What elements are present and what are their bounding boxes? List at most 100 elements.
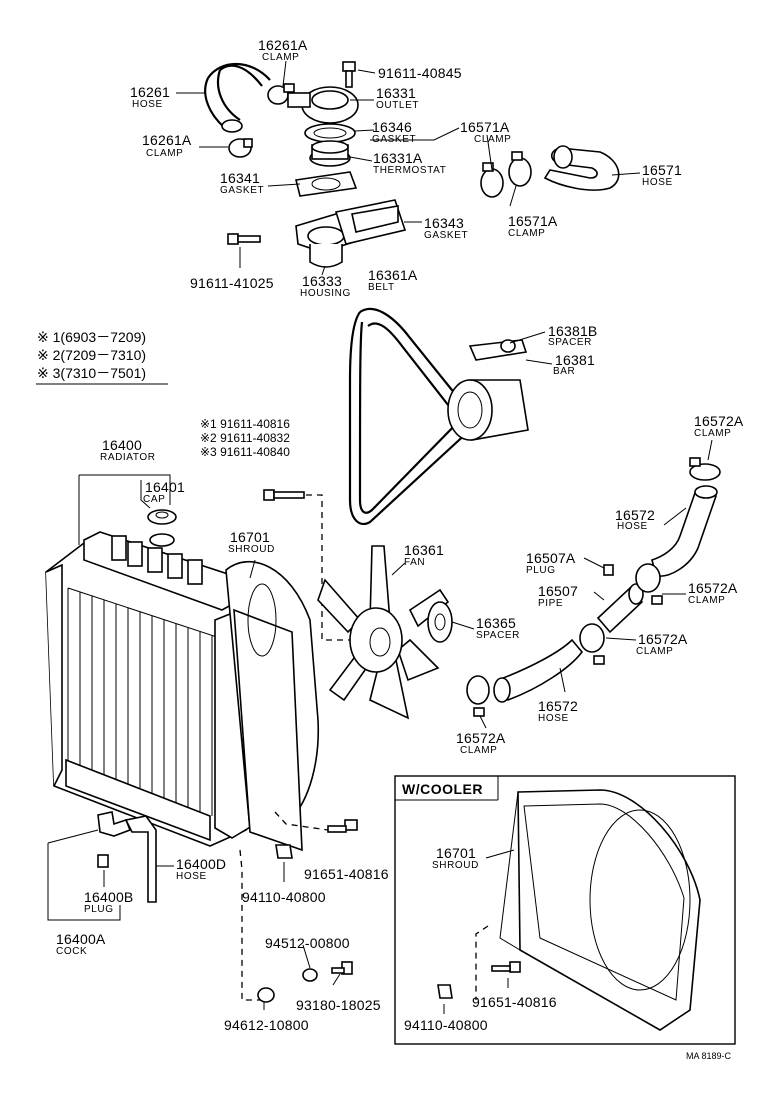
label-16572-low-num: 16572 xyxy=(538,698,578,714)
bolt-91611-408xx xyxy=(263,489,305,501)
bolt-91651-40816-cooler xyxy=(491,961,521,973)
label-16571A-low-name: CLAMP xyxy=(508,228,546,239)
label-16401-num: 16401 xyxy=(145,479,185,495)
legend-line-1: ※ 1(6903－7209) xyxy=(37,329,147,345)
clamps-16571A xyxy=(480,151,532,198)
label-16331A-name: THERMOSTAT xyxy=(373,165,447,176)
label-16507-num: 16507 xyxy=(538,583,578,599)
fan-spacer-16365 xyxy=(427,601,453,643)
hose-16572-upper xyxy=(651,485,718,577)
clamp-16572A-mid xyxy=(635,563,663,605)
label-16261-name: HOSE xyxy=(132,99,163,110)
label-16346-num: 16346 xyxy=(372,119,412,135)
washer-94512-00800 xyxy=(302,968,318,982)
label-16400D-name: HOSE xyxy=(176,871,207,882)
label-16572A-top-num: 16572A xyxy=(694,413,744,429)
label-93180-18025: 93180-18025 xyxy=(296,997,381,1013)
hose-16261 xyxy=(204,62,271,133)
clamp-16572A-bot xyxy=(466,675,490,717)
label-16701-num: 16701 xyxy=(230,529,270,545)
label-16400A-num: 16400A xyxy=(56,931,106,947)
label-16401-name: CAP xyxy=(143,494,166,505)
label-16343-name: GASKET xyxy=(424,230,469,241)
label-16341-num: 16341 xyxy=(220,170,260,186)
label-16365-num: 16365 xyxy=(476,615,516,631)
label-16361A-name: BELT xyxy=(368,282,395,293)
pulley-bar-16381 xyxy=(447,339,529,441)
label-16400D-num: 16400D xyxy=(176,856,227,872)
label-94612-10800: 94612-10800 xyxy=(224,1017,309,1033)
label-16572-name: HOSE xyxy=(617,521,648,532)
legend-line-2: ※ 2(7209－7310) xyxy=(37,347,147,363)
label-16507A-name: PLUG xyxy=(526,565,556,576)
label-16261A-top-num: 16261A xyxy=(258,37,308,53)
label-91651-40816-cooler: 91651-40816 xyxy=(472,994,557,1010)
label-16361-name: FAN xyxy=(404,557,426,568)
bolt-variant-3: ※3 91611-40840 xyxy=(200,445,290,459)
radiator-16400 xyxy=(45,531,263,847)
label-16261A-low-name: CLAMP xyxy=(146,148,184,159)
label-16261A-top-name: CLAMP xyxy=(262,52,300,63)
label-16571A-top-num: 16571A xyxy=(460,119,510,135)
label-16571A-top-name: CLAMP xyxy=(474,134,512,145)
nut-94110-40800-cooler xyxy=(437,984,453,999)
bolt-93180-18025 xyxy=(331,961,353,975)
thermostat-16331A xyxy=(309,140,351,167)
nut-94110-40800 xyxy=(275,844,293,859)
legend-line-3: ※ 3(7310－7501) xyxy=(37,365,147,381)
label-16701-cooler-name: SHROUD xyxy=(432,860,479,871)
hose-16571 xyxy=(543,145,620,191)
pipe-16507 xyxy=(596,583,644,634)
clamp-16572A-top xyxy=(689,457,721,481)
drain-cock-16400A xyxy=(97,811,132,837)
label-16333-num: 16333 xyxy=(302,273,342,289)
label-16572A-mid-name: CLAMP xyxy=(688,595,726,606)
label-16331-num: 16331 xyxy=(376,85,416,101)
label-16572A-low-name: CLAMP xyxy=(636,646,674,657)
label-16571A-low-num: 16571A xyxy=(508,213,558,229)
label-94110-40800: 94110-40800 xyxy=(242,889,326,905)
label-16381-num: 16381 xyxy=(555,352,595,368)
label-94110-40800-cooler: 94110-40800 xyxy=(404,1017,488,1033)
bolt-91651-40816 xyxy=(327,819,358,833)
label-16381-name: BAR xyxy=(553,366,576,377)
label-16381B-num: 16381B xyxy=(548,323,598,339)
label-16400-name: RADIATOR xyxy=(100,452,156,463)
clamp-16261A-top xyxy=(267,83,295,105)
label-16361A-num: 16361A xyxy=(368,267,418,283)
label-16261A-low-num: 16261A xyxy=(142,132,192,148)
radiator-cap-16401 xyxy=(147,509,177,525)
drain-plug-16400B xyxy=(97,854,109,868)
hose-16572-lower xyxy=(493,638,584,703)
label-16507A-num: 16507A xyxy=(526,550,576,566)
label-16572A-bot-name: CLAMP xyxy=(460,745,498,756)
label-16400-num: 16400 xyxy=(102,437,142,453)
footer-code: MA 8189-C xyxy=(686,1051,732,1061)
label-16361-num: 16361 xyxy=(404,542,444,558)
gasket-16341 xyxy=(295,171,358,197)
bolt-variant-1: ※1 91611-40816 xyxy=(200,417,290,431)
label-16507-name: PIPE xyxy=(538,598,564,609)
label-94512-00800: 94512-00800 xyxy=(265,935,350,951)
label-16341-name: GASKET xyxy=(220,185,265,196)
plug-16507A xyxy=(603,564,614,576)
radiator-neck xyxy=(149,533,175,547)
label-16381B-name: SPACER xyxy=(548,337,592,348)
bolt-91611-40845 xyxy=(342,61,356,88)
label-16343-num: 16343 xyxy=(424,215,464,231)
label-16400A-name: COCK xyxy=(56,946,88,957)
washer-94612-10800 xyxy=(257,987,275,1003)
label-16365-name: SPACER xyxy=(476,630,520,641)
label-16571-num: 16571 xyxy=(642,162,682,178)
label-16572-low-name: HOSE xyxy=(538,713,569,724)
cooler-box xyxy=(394,775,736,1045)
label-16331A-num: 16331A xyxy=(373,150,423,166)
shroud-16701-cooler xyxy=(499,789,701,1031)
belt-16361A xyxy=(348,307,471,526)
label-16571-name: HOSE xyxy=(642,177,673,188)
gasket-16343 xyxy=(334,199,407,245)
label-16346-name: GASKET xyxy=(372,134,417,145)
drain-hose-16400D xyxy=(124,815,157,903)
label-91611-40845: 91611-40845 xyxy=(378,65,462,81)
outlet-16331 xyxy=(287,86,359,124)
